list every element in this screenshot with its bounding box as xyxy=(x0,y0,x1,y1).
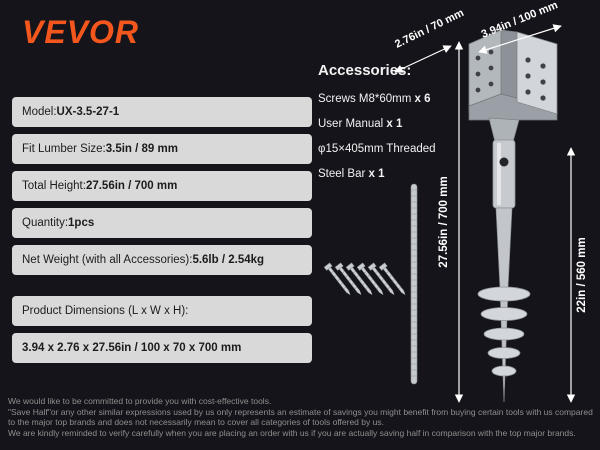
dimension-screw-height: 22in / 560 mm xyxy=(566,147,588,403)
spec-row-product-dimensions: Product Dimensions (L x W x H): xyxy=(12,296,312,326)
spec-value: 5.6lb / 2.54kg xyxy=(192,254,265,266)
disclaimer-line-1: We would like to be committed to provide… xyxy=(8,396,272,406)
vevor-logo: VEVOR xyxy=(22,14,140,50)
anchor-bracket xyxy=(468,29,558,143)
screw-icon xyxy=(378,262,406,296)
dimension-width-small: 2.76in / 70 mm xyxy=(393,7,466,73)
disclaimer: We would like to be committed to provide… xyxy=(8,396,596,439)
threaded-bar-image xyxy=(410,183,418,385)
dimension-label-screw-height: 22in / 560 mm xyxy=(576,237,588,312)
screw-icon xyxy=(345,262,373,296)
spec-row-dimension-values: 3.94 x 2.76 x 27.56in / 100 x 70 x 700 m… xyxy=(12,333,312,363)
anchor-upper-tube xyxy=(492,139,516,209)
spec-row-model: Model: UX-3.5-27-1 xyxy=(12,97,312,127)
spec-value: UX-3.5-27-1 xyxy=(56,106,120,118)
threaded-bar-ridges xyxy=(411,189,417,377)
spec-value: 3.94 x 2.76 x 27.56in / 100 x 70 x 700 m… xyxy=(22,342,242,354)
accessories-heading: Accessories: xyxy=(318,62,412,79)
spec-value: 3.5in / 89 mm xyxy=(105,143,178,155)
accessory-text: Steel Bar xyxy=(318,168,369,180)
spec-value: 27.56in / 700 mm xyxy=(85,180,178,192)
accessory-text: Screws M8*60mm xyxy=(318,93,415,105)
spec-row-quantity: Quantity: 1pcs xyxy=(12,208,312,238)
screw-icon xyxy=(334,262,362,296)
spec-label: Model: xyxy=(22,106,57,118)
dimension-label-total-height: 27.56in / 700 mm xyxy=(438,176,450,267)
accessory-item-screws: Screws M8*60mm x 6 xyxy=(318,93,458,105)
accessory-text: User Manual xyxy=(318,118,387,130)
spec-label: Net Weight (with all Accessories): xyxy=(22,254,193,266)
spec-row-total-height: Total Height: 27.56in / 700 mm xyxy=(12,171,312,201)
screw-icon xyxy=(356,262,384,296)
bolt-hole xyxy=(499,157,509,167)
spec-value: 1pcs xyxy=(68,217,95,229)
spec-label: Total Height: xyxy=(22,180,86,192)
anchor-tip xyxy=(499,287,509,403)
accessory-qty: x 1 xyxy=(368,168,385,180)
accessory-item-manual: User Manual x 1 xyxy=(318,118,458,130)
spec-label: Quantity: xyxy=(22,217,69,229)
accessory-text: φ15×405mm Threaded xyxy=(318,143,436,155)
disclaimer-line-3: We are kindly reminded to verify careful… xyxy=(8,427,576,438)
spec-label: Product Dimensions (L x W x H): xyxy=(22,305,189,317)
anchor-spiral xyxy=(477,286,531,377)
dimension-label-width-small: 2.76in / 70 mm xyxy=(393,7,466,51)
spec-label: Fit Lumber Size: xyxy=(22,143,106,155)
spec-row-net-weight: Net Weight (with all Accessories): 5.6lb… xyxy=(12,245,312,275)
accessory-qty: x 6 xyxy=(414,93,431,105)
dimension-total-height: 27.56in / 700 mm xyxy=(438,41,464,403)
disclaimer-line-2: "Save Half"or any other similar expressi… xyxy=(8,406,593,428)
accessories-section: Accessories: Screws M8*60mm x 6 User Man… xyxy=(318,62,458,193)
spec-row-lumber-size: Fit Lumber Size: 3.5in / 89 mm xyxy=(12,134,312,164)
screw-icon xyxy=(367,262,395,296)
accessory-item-threaded-bar-line2: Steel Bar x 1 xyxy=(318,168,458,180)
product-diagram: 27.56in / 700 mm 22in / 560 mm 2.76in / … xyxy=(393,0,588,403)
bracket-holes xyxy=(475,49,546,101)
accessory-item-threaded-bar-line1: φ15×405mm Threaded xyxy=(318,143,458,155)
screws-image xyxy=(323,262,406,296)
screw-icon xyxy=(323,262,351,296)
accessory-qty: x 1 xyxy=(386,118,403,130)
spec-list: Model: UX-3.5-27-1 Fit Lumber Size: 3.5i… xyxy=(12,97,312,363)
